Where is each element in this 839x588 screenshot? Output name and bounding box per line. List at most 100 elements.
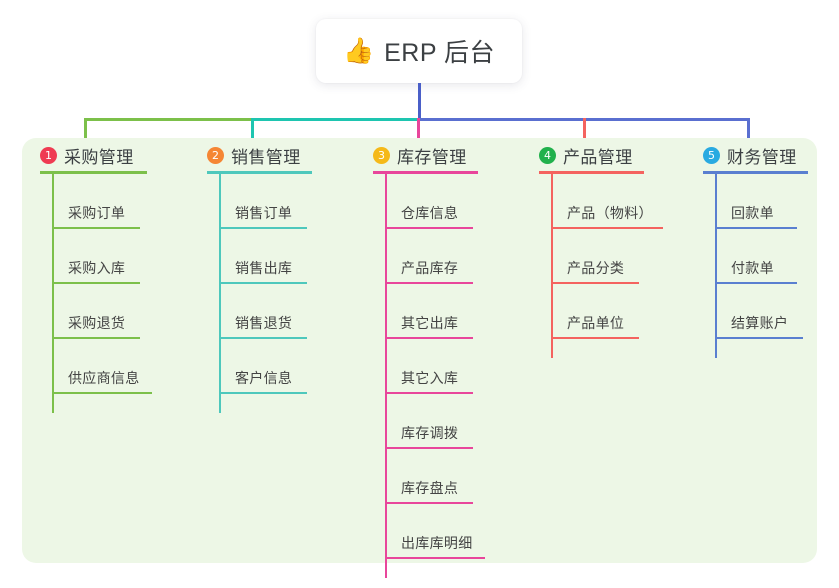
leaf-node[interactable]: 客户信息 — [219, 339, 307, 394]
bus-segment-green — [84, 118, 252, 121]
branch-drop-connector-4 — [583, 118, 586, 145]
branches-panel — [22, 138, 817, 563]
branch-spine — [715, 173, 717, 358]
branch-number-badge: 2 — [207, 147, 224, 164]
leaf-node[interactable]: 库存调拨 — [385, 394, 473, 449]
leaf-node-label: 产品（物料） — [567, 205, 653, 221]
leaf-node-label: 结算账户 — [731, 315, 789, 331]
branch-header-产品管理[interactable]: 4 产品管理 — [539, 143, 633, 168]
leaf-node[interactable]: 回款单 — [715, 174, 797, 229]
leaf-node-underline — [385, 337, 473, 339]
leaf-node-underline — [385, 557, 485, 559]
leaf-node[interactable]: 产品（物料） — [551, 174, 663, 229]
branch-header-销售管理[interactable]: 2 销售管理 — [207, 143, 301, 168]
leaf-node-label: 产品单位 — [567, 315, 625, 331]
branch-spine — [551, 173, 553, 358]
branch-header-采购管理[interactable]: 1 采购管理 — [40, 143, 134, 168]
leaf-node-underline — [715, 337, 803, 339]
branch-drop-connector-3 — [417, 118, 420, 145]
leaf-node-underline — [551, 282, 639, 284]
leaf-node-underline — [551, 227, 663, 229]
leaf-node-label: 采购退货 — [68, 315, 126, 331]
leaf-node[interactable]: 销售退货 — [219, 284, 307, 339]
leaf-node-label: 采购入库 — [68, 260, 126, 276]
branch-header-underline — [539, 171, 644, 174]
leaf-node-label: 仓库信息 — [401, 205, 459, 221]
branch-header-财务管理[interactable]: 5 财务管理 — [703, 143, 797, 168]
leaf-node[interactable]: 采购订单 — [52, 174, 140, 229]
leaf-node[interactable]: 付款单 — [715, 229, 797, 284]
branch-header-underline — [40, 171, 147, 174]
branch-header-underline — [373, 171, 478, 174]
leaf-node[interactable]: 结算账户 — [715, 284, 803, 339]
leaf-node-underline — [219, 337, 307, 339]
branch-header-库存管理[interactable]: 3 库存管理 — [373, 143, 467, 168]
thumbs-up-icon: 👍 — [342, 36, 375, 65]
root-node[interactable]: 👍 ERP 后台 — [316, 19, 522, 83]
branch-number-badge: 4 — [539, 147, 556, 164]
leaf-node-underline — [551, 337, 639, 339]
leaf-node-label: 销售退货 — [235, 315, 293, 331]
leaf-node-label: 其它入库 — [401, 370, 459, 386]
branch-title: 产品管理 — [563, 148, 633, 167]
root-trunk-connector — [418, 83, 421, 121]
leaf-node-underline — [52, 227, 140, 229]
branch-number-badge: 1 — [40, 147, 57, 164]
leaf-node-underline — [385, 447, 473, 449]
leaf-node[interactable]: 产品库存 — [385, 229, 473, 284]
leaf-node-label: 回款单 — [731, 205, 774, 221]
branch-drop-connector-5 — [747, 118, 750, 145]
leaf-node-label: 销售出库 — [235, 260, 293, 276]
leaf-node-label: 其它出库 — [401, 315, 459, 331]
branch-drop-connector-1 — [84, 118, 87, 145]
branch-number-badge: 5 — [703, 147, 720, 164]
leaf-node[interactable]: 仓库信息 — [385, 174, 473, 229]
leaf-node-label: 采购订单 — [68, 205, 126, 221]
leaf-node[interactable]: 供应商信息 — [52, 339, 152, 394]
branch-drop-connector-2 — [251, 118, 254, 145]
leaf-node[interactable]: 采购退货 — [52, 284, 140, 339]
leaf-node[interactable]: 销售订单 — [219, 174, 307, 229]
leaf-node-underline — [52, 337, 140, 339]
leaf-node-underline — [385, 502, 473, 504]
leaf-node-underline — [52, 392, 152, 394]
leaf-node-label: 付款单 — [731, 260, 774, 276]
branch-number-badge: 3 — [373, 147, 390, 164]
leaf-node-label: 供应商信息 — [68, 370, 140, 386]
branch-spine — [219, 173, 221, 413]
leaf-node[interactable]: 产品分类 — [551, 229, 639, 284]
leaf-node[interactable]: 库存盘点 — [385, 449, 473, 504]
leaf-node[interactable]: 出库库明细 — [385, 504, 485, 559]
leaf-node-underline — [385, 282, 473, 284]
leaf-node-underline — [52, 282, 140, 284]
leaf-node-underline — [385, 227, 473, 229]
leaf-node-underline — [219, 282, 307, 284]
leaf-node-underline — [715, 282, 797, 284]
branch-title: 销售管理 — [231, 148, 301, 167]
leaf-node-label: 客户信息 — [235, 370, 293, 386]
leaf-node[interactable]: 采购入库 — [52, 229, 140, 284]
leaf-node[interactable]: 其它入库 — [385, 339, 473, 394]
leaf-node-underline — [219, 227, 307, 229]
branch-spine — [385, 173, 387, 578]
leaf-node-underline — [219, 392, 307, 394]
branch-title: 库存管理 — [397, 148, 467, 167]
root-node-title: ERP 后台 — [384, 39, 496, 67]
branch-header-underline — [207, 171, 312, 174]
leaf-node-label: 产品库存 — [401, 260, 459, 276]
branch-header-underline — [703, 171, 808, 174]
leaf-node-label: 库存调拨 — [401, 425, 459, 441]
leaf-node-label: 产品分类 — [567, 260, 625, 276]
leaf-node[interactable]: 销售出库 — [219, 229, 307, 284]
leaf-node[interactable]: 其它出库 — [385, 284, 473, 339]
leaf-node-label: 出库库明细 — [401, 535, 473, 551]
branch-title: 采购管理 — [64, 148, 134, 167]
leaf-node-underline — [385, 392, 473, 394]
bus-segment-teal — [251, 118, 418, 121]
leaf-node[interactable]: 产品单位 — [551, 284, 639, 339]
branch-spine — [52, 173, 54, 413]
branch-title: 财务管理 — [727, 148, 797, 167]
leaf-node-underline — [715, 227, 797, 229]
leaf-node-label: 销售订单 — [235, 205, 293, 221]
